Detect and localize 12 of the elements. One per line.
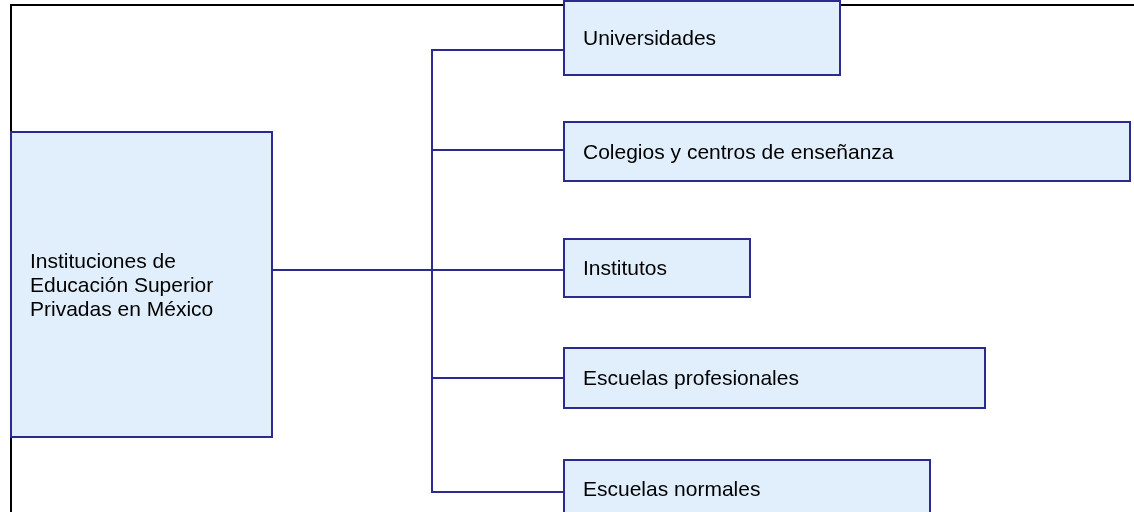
category-box <box>10 131 273 438</box>
category-box <box>563 459 931 512</box>
box-label: Escuelas normales <box>583 477 761 501</box>
category-box <box>563 121 1131 182</box>
category-box <box>563 238 751 298</box>
box-label: Instituciones de Educación Superior Privadas en México <box>30 248 215 321</box>
box-label: Escuelas profesionales <box>583 366 799 390</box>
category-box <box>563 347 986 409</box>
box-label: Colegios y centros de enseñanza <box>583 139 894 164</box>
box-label: Institutos <box>583 256 668 280</box>
category-box <box>563 0 841 76</box>
box-label: Universidades <box>583 26 717 50</box>
